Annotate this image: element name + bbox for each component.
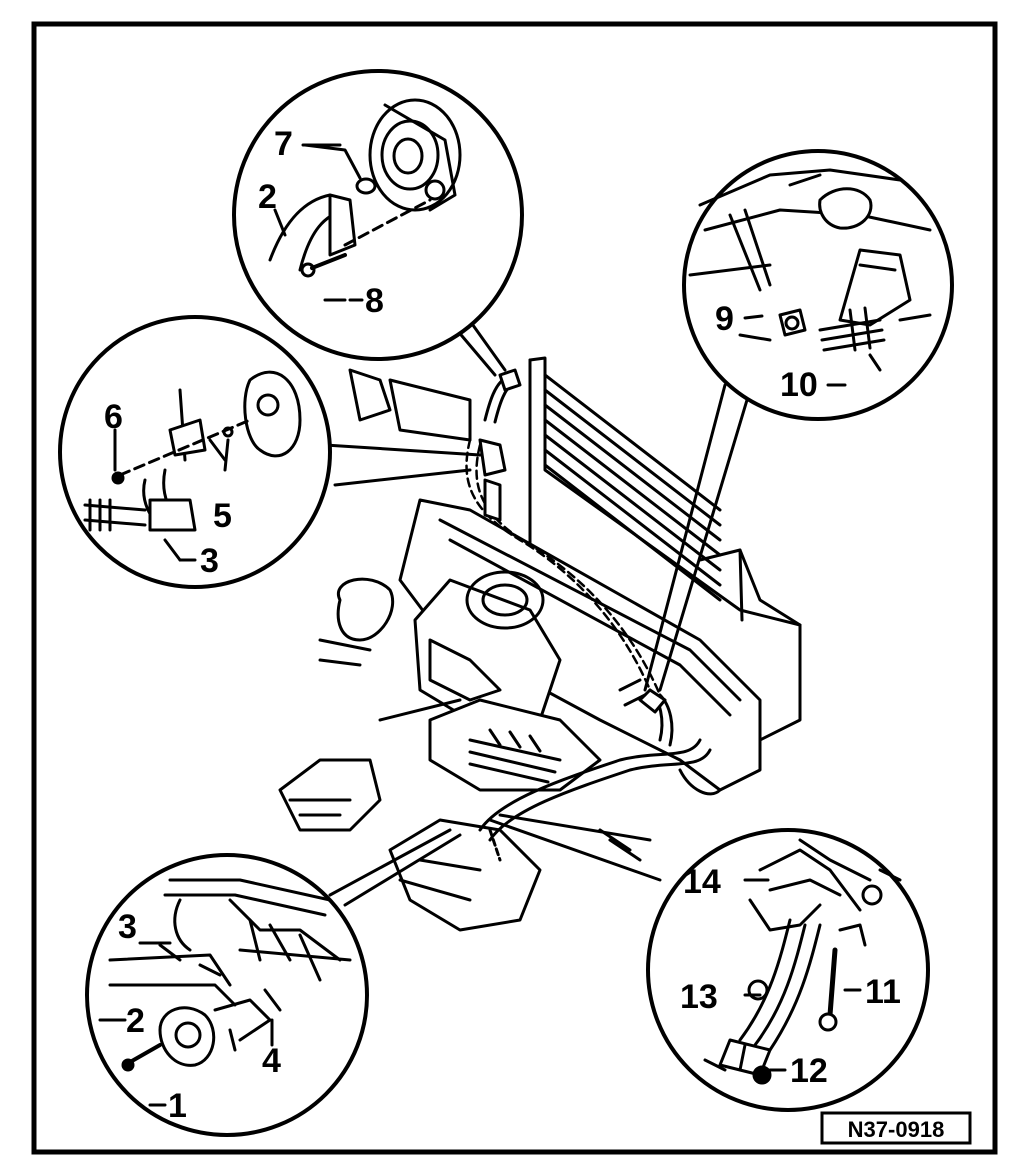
label-4: 4 [262,1042,281,1080]
label-6: 6 [104,398,123,436]
detail-circle-top [232,69,524,361]
label-5: 5 [213,497,232,535]
label-1: 1 [168,1087,187,1125]
label-7: 7 [274,125,293,163]
label-10: 10 [780,366,818,404]
detail-circle-bottom-left [85,853,369,1137]
figure-reference-text: N37-0918 [848,1117,945,1142]
detail-circle-left [58,315,332,589]
figure-reference-box: N37-0918 [820,1111,972,1145]
label-13: 13 [680,978,718,1016]
engine-bay-assembly [278,356,802,932]
label-3-left: 3 [200,542,219,580]
detail-circle-right [682,149,954,421]
label-2-bottom: 2 [126,1002,145,1040]
label-12: 12 [790,1052,828,1090]
label-ticks [98,143,862,1107]
label-9: 9 [715,300,734,338]
label-2-top: 2 [258,178,277,216]
label-14: 14 [683,863,721,901]
label-8: 8 [365,282,384,320]
detail-circle-bottom-right [646,828,930,1112]
label-3-bottom: 3 [118,908,137,946]
label-11: 11 [865,973,901,1011]
